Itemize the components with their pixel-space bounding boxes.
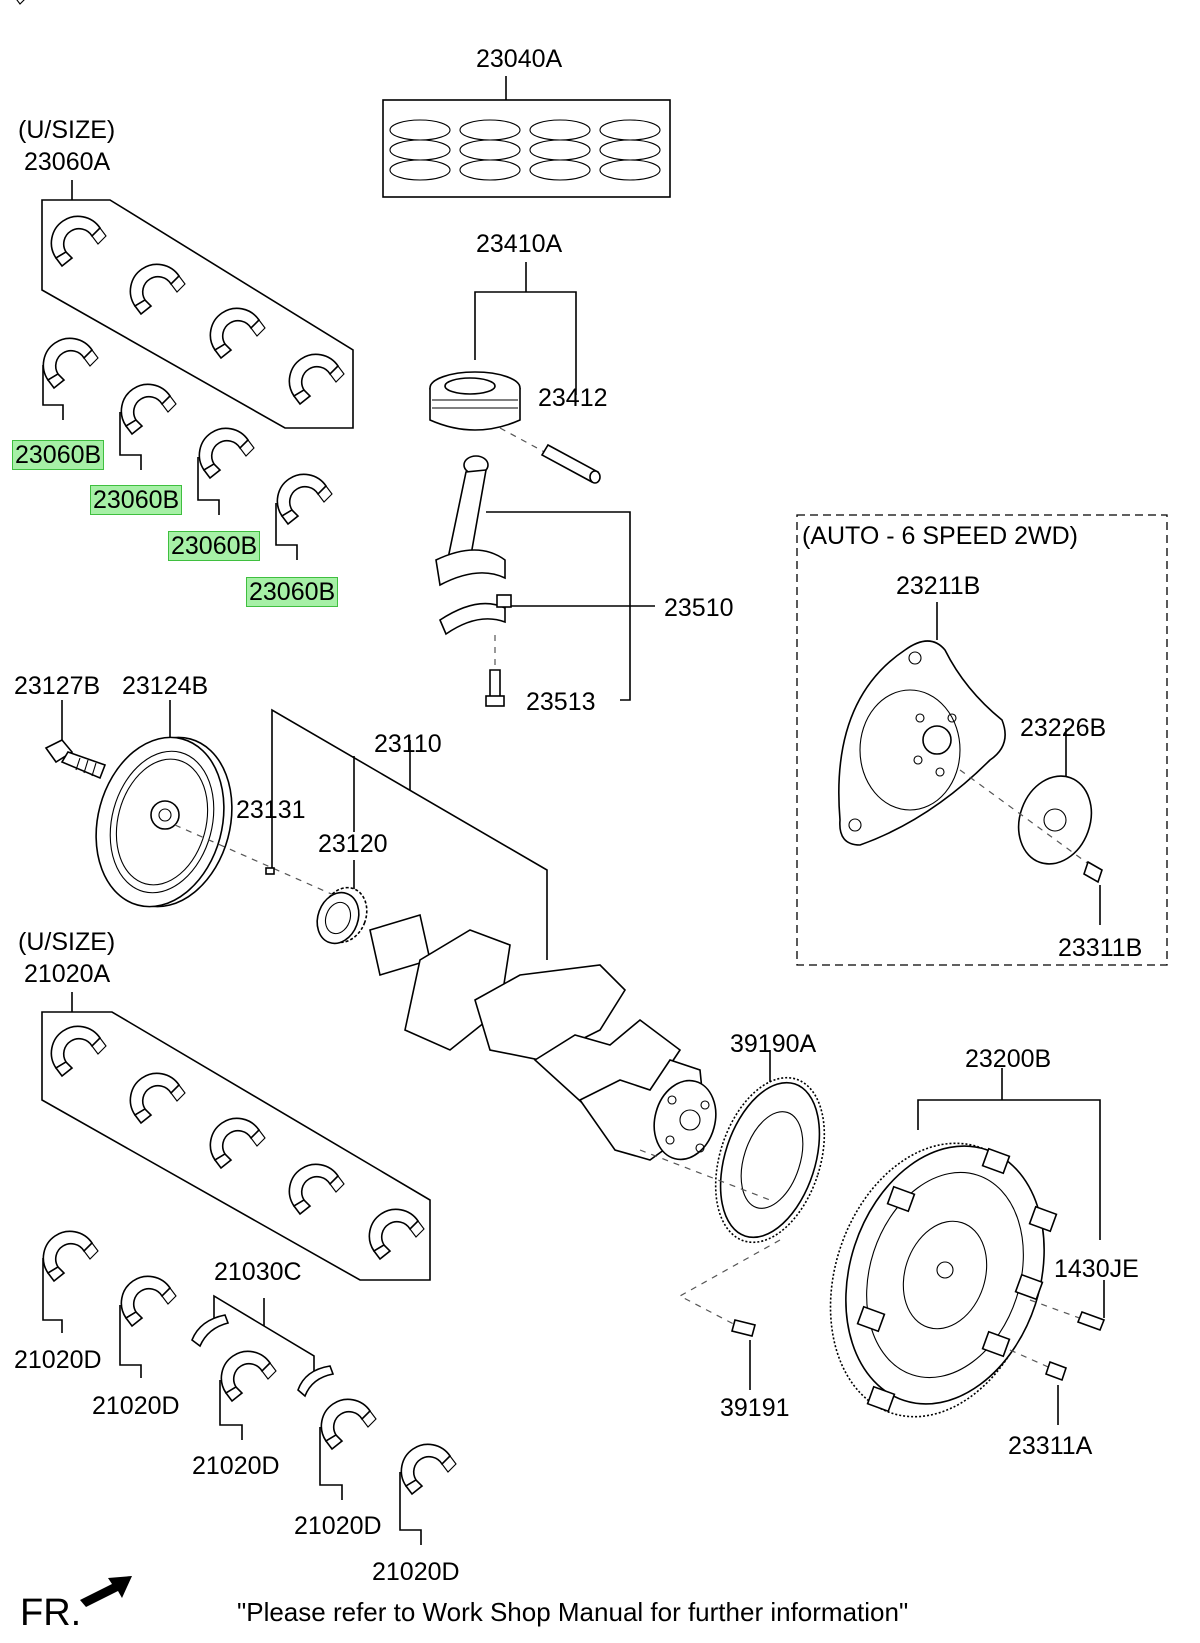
main-bearing-set-drawing bbox=[41, 992, 431, 1281]
upper-bearing-set-drawing bbox=[16, 0, 354, 429]
callout-sprocket: 23120 bbox=[318, 830, 388, 858]
upper-bearing-drawings bbox=[42, 337, 333, 560]
callout-drive-plate: 23211B bbox=[896, 572, 981, 600]
callout-adapter-plate: 23226B bbox=[1020, 714, 1107, 742]
front-marker: FR. bbox=[20, 1592, 82, 1634]
callout-rod-bolt: 23513 bbox=[526, 688, 596, 716]
callout-upper-bearing-2[interactable]: 23060B bbox=[90, 485, 183, 515]
auto-section-drawing bbox=[796, 514, 1168, 966]
callout-flywheel: 23200B bbox=[965, 1045, 1052, 1073]
callout-key: 23131 bbox=[236, 796, 306, 824]
callout-piston-pin: 23412 bbox=[538, 384, 608, 412]
callout-main-bearing-2: 21020D bbox=[92, 1392, 180, 1420]
crankshaft-drawing bbox=[369, 913, 717, 1161]
crankshaft-bracket-drawing bbox=[265, 708, 548, 960]
callout-upper-bearing-set: 23060A bbox=[24, 148, 111, 176]
callout-thrust-washer: 21030C bbox=[214, 1258, 302, 1286]
callout-undersize-note-main: (U/SIZE) bbox=[18, 928, 116, 956]
callout-pulley-bolt: 23127B bbox=[14, 672, 101, 700]
callout-drive-plate-bolt: 23311B bbox=[1058, 934, 1143, 962]
callout-main-bearing-4: 21020D bbox=[294, 1512, 382, 1540]
connecting-rod-drawing bbox=[435, 455, 655, 707]
callout-tone-wheel-screw: 39191 bbox=[720, 1394, 790, 1422]
callout-flywheel-pin: 1430JE bbox=[1054, 1255, 1139, 1283]
main-bearing-drawings bbox=[42, 1230, 457, 1545]
flywheel-drawing bbox=[829, 1068, 1106, 1425]
callout-upper-bearing-1[interactable]: 23060B bbox=[12, 440, 105, 470]
callout-damper-pulley: 23124B bbox=[122, 672, 209, 700]
callout-main-bearing-1: 21020D bbox=[14, 1346, 102, 1374]
piston-assembly-drawing bbox=[429, 262, 601, 484]
callout-main-bearing-set: 21020A bbox=[24, 960, 111, 988]
piston-ring-set-drawing bbox=[382, 76, 671, 198]
callout-undersize-note-upper: (U/SIZE) bbox=[18, 116, 116, 144]
callout-piston-assembly: 23410A bbox=[476, 230, 563, 258]
callout-main-bearing-3: 21020D bbox=[192, 1452, 280, 1480]
callout-piston-ring-set: 23040A bbox=[476, 45, 563, 73]
callout-upper-bearing-4[interactable]: 23060B bbox=[246, 577, 339, 607]
sprocket-drawing bbox=[316, 886, 368, 945]
callout-upper-bearing-3[interactable]: 23060B bbox=[168, 531, 261, 561]
callout-flywheel-bolt: 23311A bbox=[1008, 1432, 1093, 1460]
footer-note: "Please refer to Work Shop Manual for fu… bbox=[237, 1597, 909, 1627]
callout-main-bearing-5: 21020D bbox=[372, 1558, 460, 1586]
callout-tone-wheel: 39190A bbox=[730, 1030, 817, 1058]
callout-crankshaft-assembly: 23110 bbox=[374, 730, 442, 758]
tone-wheel-drawing bbox=[639, 1050, 826, 1390]
damper-pulley-drawing bbox=[44, 700, 346, 908]
front-arrow-icon bbox=[80, 1576, 132, 1607]
callout-auto-section-title: (AUTO - 6 SPEED 2WD) bbox=[802, 522, 1078, 550]
callout-connecting-rod: 23510 bbox=[664, 594, 734, 622]
